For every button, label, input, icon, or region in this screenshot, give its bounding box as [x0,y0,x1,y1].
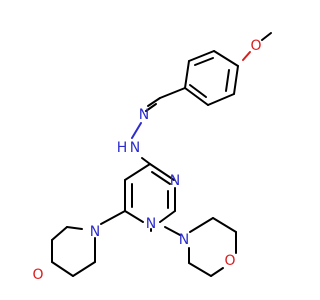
atom-n-morph-right: N [179,232,189,248]
bond-o-aryl [242,51,251,61]
atom-o-morph-right: O [224,253,235,269]
atom-n-hydrazine: N [130,140,140,156]
atom-o-morph-left: O [32,267,43,283]
atom-n-ring-3: N [146,216,156,232]
bond-ring-morphright [164,226,181,236]
benzene-ring [184,50,239,106]
atom-n-morph-left: N [90,224,100,240]
pyrimidine-ring [124,163,176,223]
bond-n-n [131,122,142,139]
bond-ch-n-a [147,97,161,107]
atom-o-methoxy: O [250,38,261,54]
bond-nh-ring [141,157,151,165]
atom-n-ring-1: N [170,173,180,189]
bond-ch-n-b [145,103,157,112]
molecule-diagram: O N N H N N N O N O [32,32,272,283]
structure-svg: O N N H N N N O N O [32,32,272,283]
atom-n-imine: N [139,107,149,123]
morpholine-left-ring [51,226,96,277]
morpholine-right-ring [188,217,237,277]
bond-ring-morphleft [100,210,126,225]
bond-aryl-ch [159,87,186,99]
atom-h-hydrazine: H [117,140,128,156]
bond-methyl-o [261,32,272,41]
